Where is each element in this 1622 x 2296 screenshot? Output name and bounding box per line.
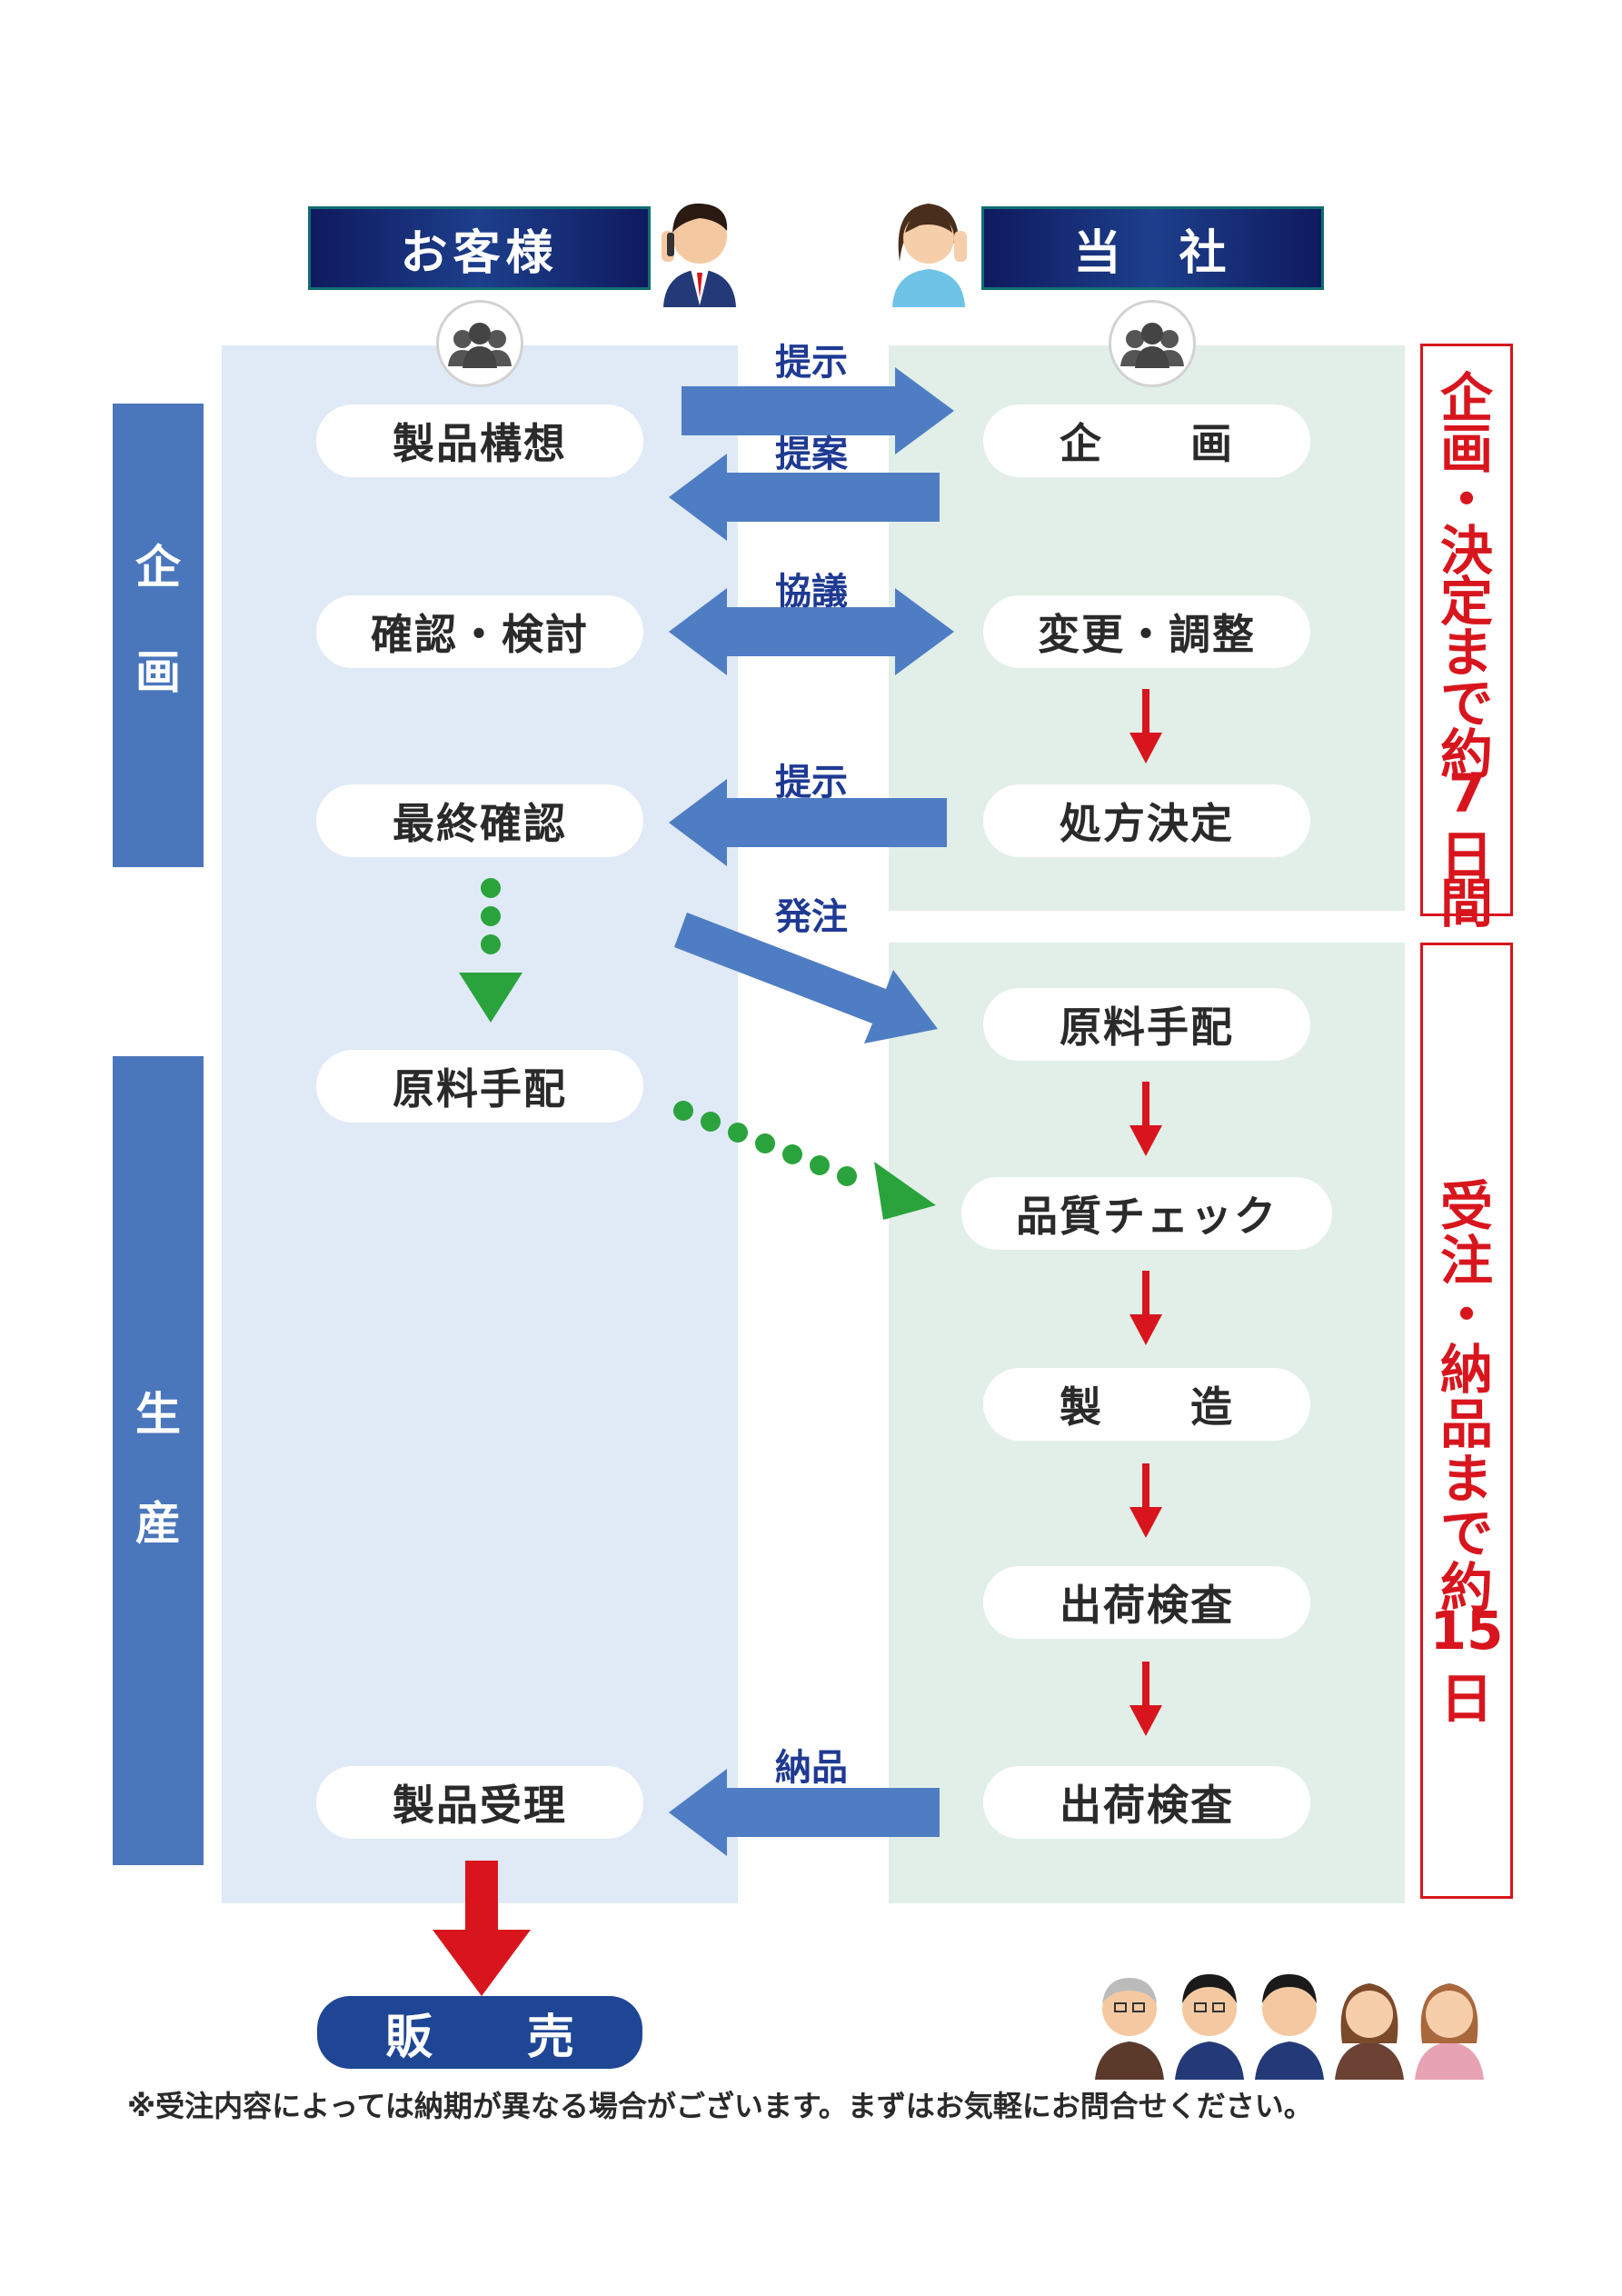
arrow-left (669, 779, 947, 866)
company-step-quality: 品質チェック (961, 1177, 1332, 1250)
duration-char: 間 (1439, 873, 1493, 934)
duration-char: 約 (1439, 724, 1493, 785)
phase-planning-char: 企 (135, 541, 181, 594)
duration-char: 日 (1439, 825, 1493, 887)
customer-step-receipt: 製品受理 (316, 1766, 643, 1839)
red-step-arrows (1129, 689, 1162, 1736)
footnote: ※受注内容によっては納期が異なる場合がございます。まずはお気軽にお問合せください… (127, 2089, 1313, 2123)
phase-planning-char: 画 (135, 646, 181, 699)
customer-step-concept: 製品構想 (316, 404, 643, 477)
duration-char: 注 (1439, 1230, 1493, 1292)
duration-char: 画 (1439, 418, 1493, 480)
duration-char: ・ (1439, 1284, 1493, 1346)
duration-char: 定 (1439, 571, 1493, 633)
duration-char: 決 (1439, 520, 1493, 582)
phase-production-char: 生 (135, 1388, 181, 1441)
phase-production: 生 産 (113, 1056, 204, 1865)
arrow-label-proposal: 提案 (775, 434, 848, 475)
customer-step-final-check: 最終確認 (316, 784, 643, 857)
team-illustration-icon (1095, 1974, 1484, 2080)
green-dotted-arrows (459, 878, 936, 1220)
duration-char: 企 (1439, 367, 1493, 429)
company-step-formula: 処方決定 (983, 784, 1310, 857)
customer-header: お客様 (308, 206, 651, 290)
phase-production-char: 産 (135, 1497, 181, 1550)
company-step-inspection: 出荷検査 (983, 1766, 1310, 1839)
duration-char: 日 (1439, 1668, 1493, 1730)
businessman-on-phone-icon (662, 203, 736, 307)
businesswoman-on-phone-icon (892, 204, 967, 307)
company-header: 当 社 (981, 206, 1324, 290)
company-step-materials: 原料手配 (983, 988, 1310, 1061)
duration-char: 品 (1439, 1393, 1493, 1455)
duration-planning: 企 画 ・ 決 定 ま で 約 7 日 間 (1420, 344, 1513, 934)
arrow-right (682, 367, 954, 454)
duration-char: 7 (1448, 763, 1486, 824)
duration-char: ・ (1439, 469, 1493, 531)
duration-char: 受 (1439, 1175, 1493, 1237)
arrow-label-discussion: 協議 (775, 571, 848, 613)
duration-char: で (1439, 1502, 1493, 1564)
company-step-manufacture: 製 造 (983, 1368, 1310, 1441)
duration-char: 納 (1439, 1339, 1493, 1401)
arrow-left (669, 454, 940, 541)
company-step-inspection: 出荷検査 (983, 1566, 1310, 1639)
company-group-icon (1109, 300, 1196, 387)
customer-step-materials: 原料手配 (316, 1050, 643, 1123)
arrow-label-present: 提示 (775, 342, 848, 384)
arrow-double (669, 588, 954, 675)
customer-group-icon (436, 300, 523, 387)
duration-char: ま (1439, 1448, 1493, 1510)
arrow-label-order: 発注 (775, 896, 848, 938)
company-step-planning: 企 画 (983, 404, 1310, 477)
red-down-arrow (433, 1861, 531, 1996)
duration-char: 15 (1429, 1600, 1504, 1662)
duration-char: で (1439, 673, 1493, 734)
arrow-label-delivery: 納品 (775, 1747, 848, 1789)
phase-planning: 企 画 (113, 404, 204, 867)
arrow-left (669, 1769, 940, 1856)
company-step-adjust: 変更・調整 (983, 595, 1310, 668)
sales-button: 販 売 (317, 1996, 642, 2069)
duration-char: ま (1439, 622, 1493, 684)
duration-char: 約 (1439, 1557, 1493, 1619)
arrow-diagonal (674, 913, 938, 1043)
customer-step-review: 確認・検討 (316, 595, 643, 668)
duration-delivery: 受 注 ・ 納 品 ま で 約 15 日 (1420, 943, 1513, 1899)
arrow-label-present: 提示 (775, 762, 848, 804)
